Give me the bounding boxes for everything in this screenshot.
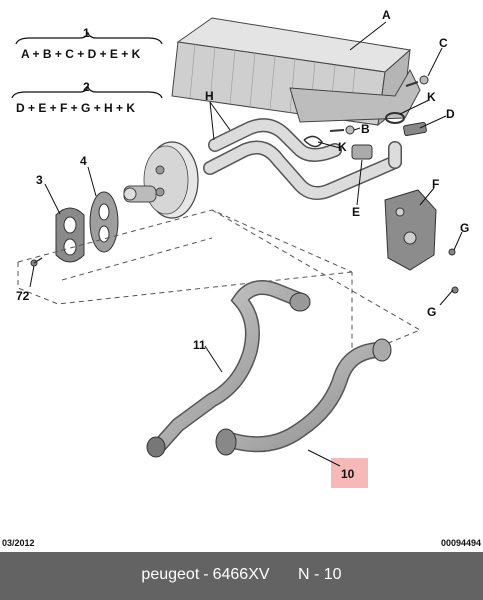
- bracket-f: [384, 189, 437, 271]
- part-number: 6466XV: [212, 566, 270, 583]
- leader-lines: [29, 21, 463, 467]
- callout-e: E: [352, 205, 360, 219]
- callout-3: 3: [36, 173, 43, 187]
- heater-radiator: [171, 17, 421, 127]
- clip-k-top: [385, 112, 405, 124]
- callout-f: F: [432, 177, 439, 191]
- info-bar-text: peugeot-6466XV N - 10: [0, 566, 483, 584]
- formula-2-expression: D + E + F + G + H + K: [16, 101, 136, 115]
- callout-k-mid: K: [338, 140, 347, 154]
- screw-g-1: [448, 248, 456, 256]
- callout-d: D: [446, 107, 455, 121]
- clip-k-mid: [303, 135, 323, 148]
- callout-11: 11: [193, 338, 206, 352]
- brand-separator: -: [203, 566, 209, 583]
- footer-date: 03/2012: [2, 538, 35, 548]
- highlight-box-10: [331, 458, 368, 488]
- clip-k-low: [351, 144, 373, 160]
- hose-10: [215, 338, 392, 456]
- callout-h: H: [205, 89, 214, 103]
- callout-k-top: K: [427, 90, 436, 104]
- callout-c: C: [439, 36, 448, 50]
- heater-pipes-h: [203, 118, 402, 201]
- screw-b: [329, 125, 355, 135]
- bulkhead-outline: [17, 209, 422, 359]
- callout-4: 4: [80, 154, 87, 168]
- seal-plate: [143, 141, 199, 219]
- callout-10: 10: [341, 467, 355, 481]
- formula-1-brace: [15, 31, 163, 45]
- callout-b: B: [361, 122, 370, 136]
- gasket-4: [89, 191, 119, 253]
- formula-2-brace: [11, 85, 163, 99]
- info-bar: peugeot-6466XV N - 10: [0, 552, 483, 600]
- connector-d: [403, 121, 427, 137]
- callout-g-low: G: [427, 305, 436, 319]
- adapter-fitting: [123, 185, 157, 203]
- callout-72: 72: [16, 289, 30, 303]
- footer-reference: 00094494: [440, 538, 481, 548]
- callout-a: A: [382, 8, 391, 22]
- formula-2-number: 2: [83, 80, 90, 94]
- page-code: N - 10: [297, 566, 342, 583]
- formula-1-expression: A + B + C + D + E + K: [21, 47, 141, 61]
- parts-diagram: A C K B D K E H F G G 3 4 72 11 10: [11, 8, 469, 488]
- brand-name: peugeot: [141, 566, 200, 583]
- formula-1-number: 1: [83, 26, 90, 40]
- gasket-3: [55, 207, 85, 263]
- callout-g-top: G: [460, 221, 469, 235]
- hose-11: [146, 280, 311, 458]
- screw-g-2: [451, 286, 459, 294]
- screw-c: [405, 75, 429, 87]
- screw-72: [30, 257, 43, 267]
